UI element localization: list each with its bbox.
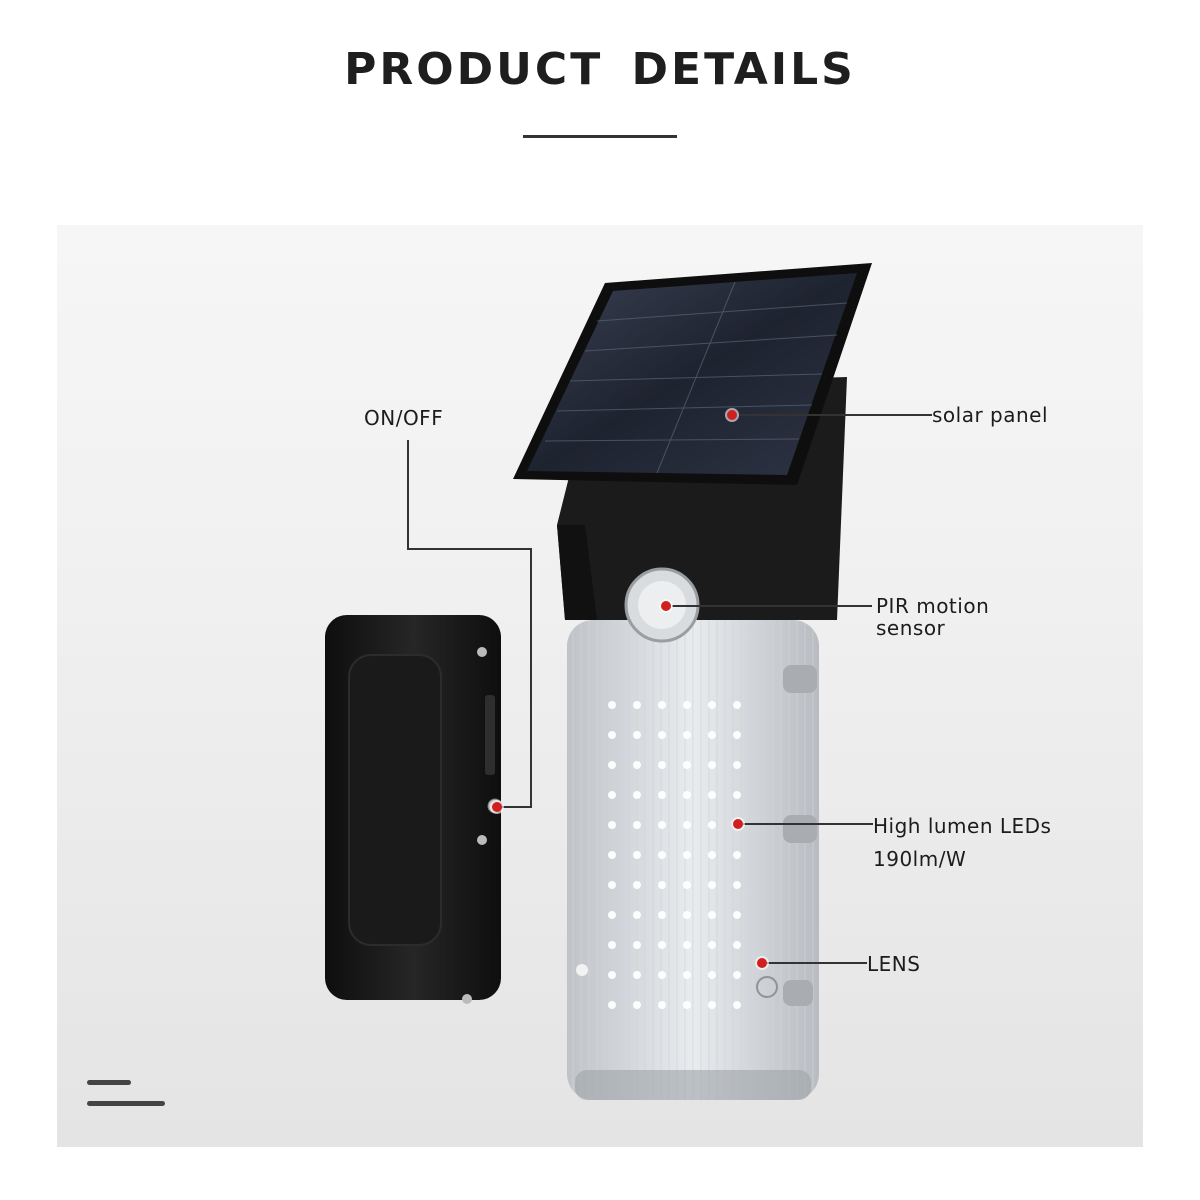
pir-sensor-label-line2: sensor	[876, 616, 946, 640]
on-off-leader-vertical	[407, 440, 409, 550]
leds-dot	[733, 819, 743, 829]
leds-leader	[743, 823, 873, 825]
on-off-leader-down	[530, 548, 532, 808]
solar-leader	[737, 414, 932, 416]
title-underline	[523, 135, 677, 138]
leds-label-line1: High lumen LEDs	[873, 814, 1052, 838]
pir-sensor-dot	[661, 601, 671, 611]
on-off-leader-horizontal	[407, 548, 532, 550]
battery-pack	[325, 615, 503, 1004]
pir-leader	[672, 605, 872, 607]
lens-housing	[567, 620, 819, 1100]
on-off-dot	[492, 802, 502, 812]
solar-panel	[513, 263, 872, 485]
page-title: PRODUCT DETAILS	[344, 44, 856, 95]
pir-sensor-label-line1: PIR motion	[876, 594, 990, 618]
product-photo	[57, 225, 1143, 1147]
on-off-label: ON/OFF	[364, 406, 444, 430]
on-off-leader-end	[502, 806, 532, 808]
lens-label: LENS	[867, 952, 921, 976]
leds-label-line2: 190lm/W	[873, 847, 967, 871]
lens-dot	[757, 958, 767, 968]
solar-light-illustration	[325, 263, 872, 1100]
lens-leader	[767, 962, 867, 964]
solar-panel-dot	[727, 410, 737, 420]
solar-panel-label: solar panel	[932, 403, 1049, 427]
